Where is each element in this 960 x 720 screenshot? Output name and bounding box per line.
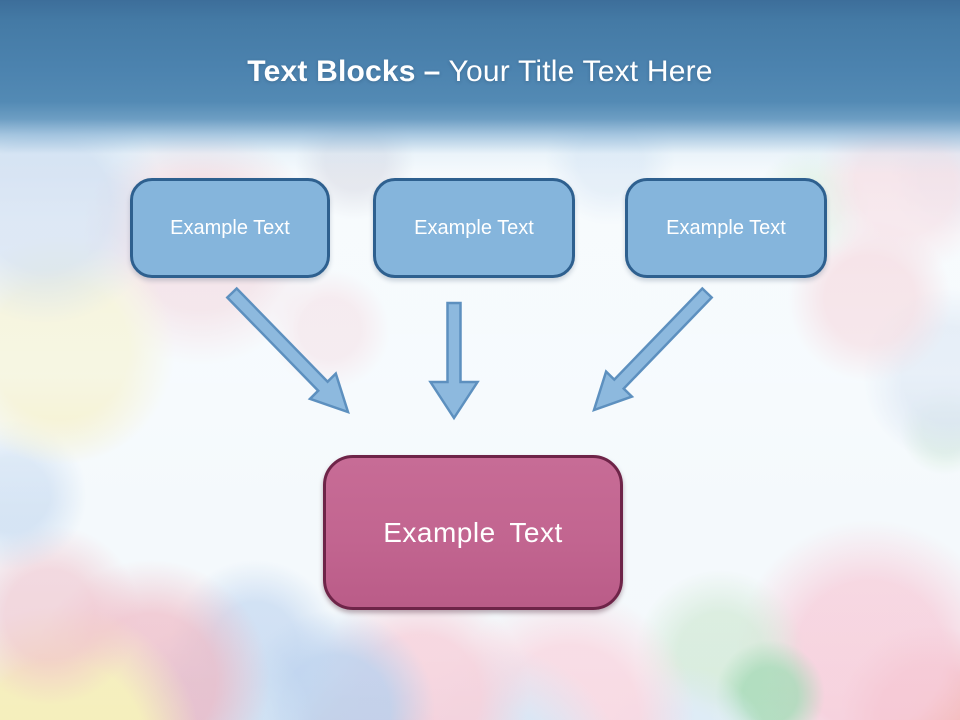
result-block[interactable]: Example Text bbox=[323, 455, 623, 610]
result-block-label: Example Text bbox=[383, 516, 563, 548]
text-block-2[interactable]: Example Text bbox=[373, 178, 575, 278]
text-block-3[interactable]: Example Text bbox=[625, 178, 827, 278]
text-block-1-label: Example Text bbox=[170, 216, 290, 239]
text-block-2-label: Example Text bbox=[414, 216, 534, 239]
slide-title: Text Blocks–Your Title Text Here bbox=[0, 52, 960, 92]
header-band: Text Blocks–Your Title Text Here bbox=[0, 0, 960, 175]
slide-title-separator: – bbox=[423, 55, 441, 88]
slide-title-regular: Your Title Text Here bbox=[448, 55, 713, 88]
text-block-3-label: Example Text bbox=[666, 216, 786, 239]
text-block-1[interactable]: Example Text bbox=[130, 178, 330, 278]
slide-title-bold: Text Blocks bbox=[247, 55, 416, 88]
